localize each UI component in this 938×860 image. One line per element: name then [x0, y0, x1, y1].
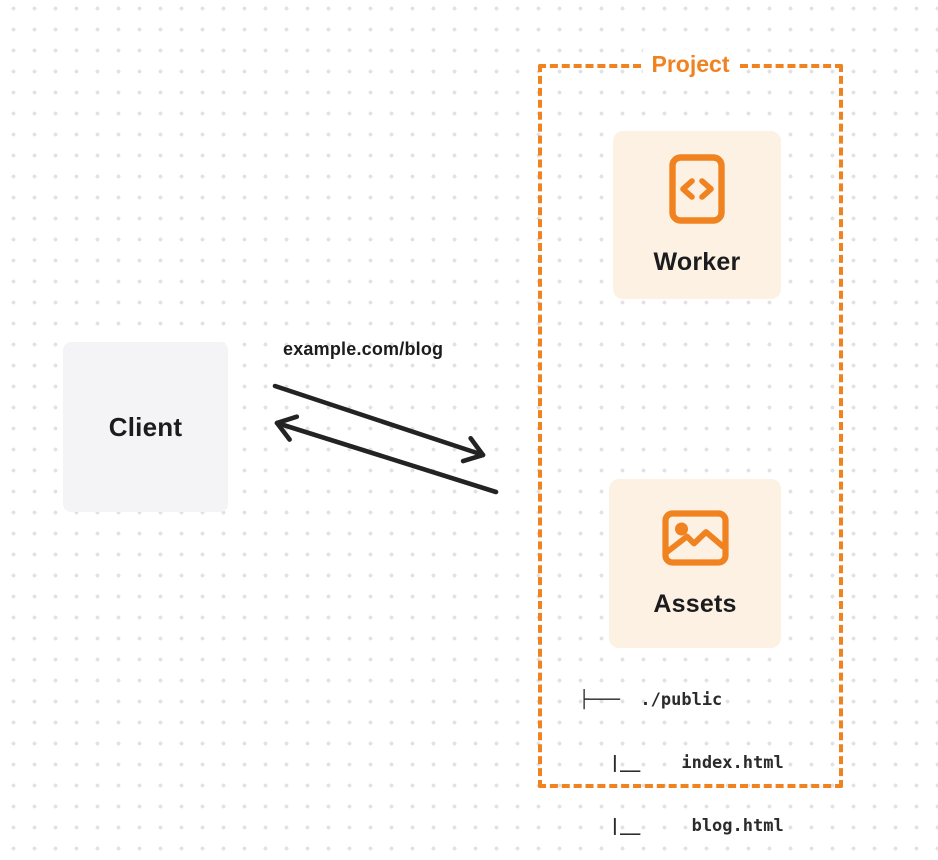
project-label: Project — [642, 49, 739, 79]
file-tree-line-index: |__ index.html — [579, 753, 784, 773]
assets-file-tree: ├─── ./public |__ index.html |__ blog.ht… — [579, 648, 784, 860]
assets-label: Assets — [653, 589, 737, 618]
project-container: Project — [538, 49, 843, 788]
image-icon — [661, 509, 729, 566]
response-arrow — [274, 414, 499, 495]
request-url-label: example.com/blog — [283, 339, 444, 359]
assets-node: Assets — [609, 479, 781, 648]
worker-label: Worker — [653, 248, 741, 276]
file-tree-line-public: ├─── ./public — [579, 690, 723, 710]
file-tree-line-blog: |__ blog.html — [579, 816, 784, 836]
client-label: Client — [108, 411, 183, 442]
worker-node: Worker — [613, 131, 781, 299]
request-arrow — [272, 383, 486, 464]
code-document-icon — [669, 154, 725, 224]
client-node: Client — [63, 342, 228, 512]
